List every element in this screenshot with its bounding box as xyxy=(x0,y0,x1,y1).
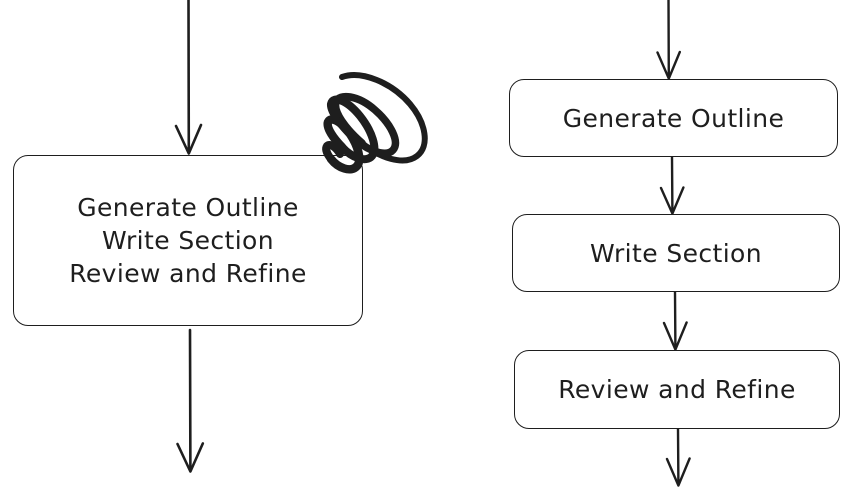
node-write-section-label: Write Section xyxy=(589,238,763,268)
node-write-section[interactable]: Write Section xyxy=(512,214,840,292)
arrow-write-section-to-review-and-refine xyxy=(662,290,688,351)
node-generate-outline[interactable]: Generate Outline xyxy=(509,79,838,157)
node-review-and-refine-label: Review and Refine xyxy=(558,375,796,404)
arrow-out-of-review-and-refine xyxy=(665,427,691,487)
arrow-into-generate-outline xyxy=(656,0,681,80)
merged-node-line-2: Write Section xyxy=(101,226,275,255)
arrow-generate-outline-to-write-section xyxy=(659,155,685,215)
node-review-and-refine[interactable]: Review and Refine xyxy=(514,350,840,429)
merged-node-line-3: Review and Refine xyxy=(69,259,307,288)
node-generate-outline-label: Generate Outline xyxy=(562,103,785,133)
scribble-annotation xyxy=(322,72,428,174)
arrow-into-merged-node xyxy=(174,0,203,155)
arrow-out-of-merged-node xyxy=(176,328,205,473)
merged-collapsed-node[interactable]: Generate Outline Write Section Review an… xyxy=(13,155,363,326)
merged-node-line-1: Generate Outline xyxy=(77,193,299,222)
